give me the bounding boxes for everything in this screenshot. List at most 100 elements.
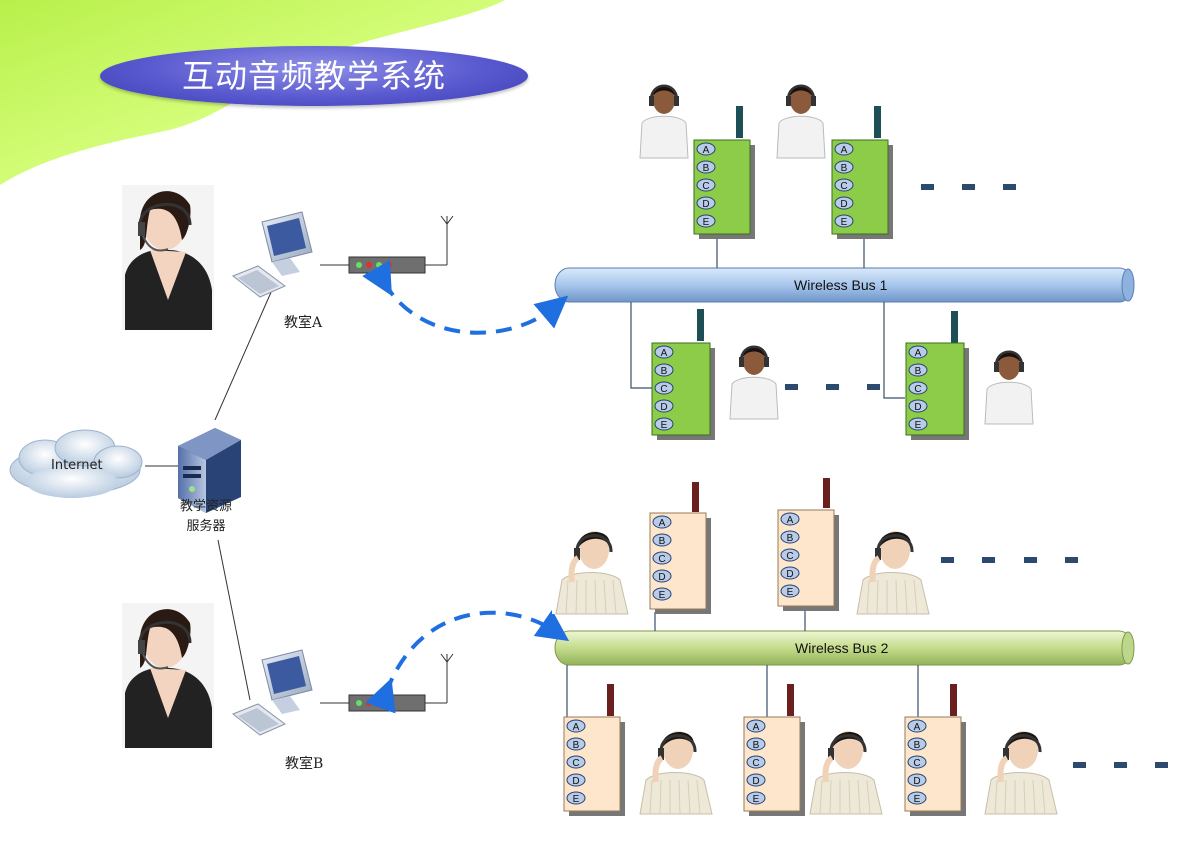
answer-key-label: D — [660, 402, 667, 413]
answer-key-label: A — [787, 515, 794, 526]
antenna-icon — [697, 309, 704, 341]
answer-key-button — [652, 515, 672, 529]
classroom-b-label: 教室B — [285, 756, 324, 772]
answer-key-button — [696, 160, 716, 174]
answer-key-button — [908, 417, 928, 431]
answer-key-label: B — [914, 740, 921, 751]
wireless-link-b — [365, 609, 570, 714]
answer-key-label: B — [787, 533, 794, 544]
internet-cloud — [9, 429, 143, 498]
student-icon — [775, 78, 827, 159]
student-icon — [636, 722, 714, 815]
answer-key-label: D — [840, 199, 847, 210]
answer-key-label: B — [573, 740, 580, 751]
student-icon — [981, 722, 1059, 815]
answer-key-button — [652, 551, 672, 565]
student-icon — [728, 339, 780, 420]
answer-key-label: C — [572, 758, 579, 769]
answer-key-button — [696, 142, 716, 156]
antenna-icon — [692, 482, 699, 512]
answer-key-button — [566, 791, 586, 805]
internet-label: Internet — [51, 458, 103, 473]
antenna-icon — [736, 106, 743, 138]
answer-key-label: A — [661, 348, 668, 359]
student-icon — [552, 522, 630, 615]
answer-key-label: A — [753, 722, 760, 733]
answer-key-label: A — [573, 722, 580, 733]
answer-key-button — [654, 381, 674, 395]
wireless-router-a — [348, 215, 454, 274]
answer-key-label: D — [752, 776, 759, 787]
answer-key-label: E — [915, 420, 922, 431]
answer-key-label: C — [786, 551, 793, 562]
pc-icon-b — [232, 649, 313, 736]
answer-key-label: A — [914, 722, 921, 733]
student-icon — [983, 344, 1035, 425]
answer-key-label: D — [658, 572, 665, 583]
answer-key-button — [654, 345, 674, 359]
answer-key-button — [746, 791, 766, 805]
student-icon — [638, 78, 690, 159]
answer-key-label: D — [702, 199, 709, 210]
answer-key-label: B — [915, 366, 922, 377]
student-icon — [853, 522, 931, 615]
answer-key-button — [907, 737, 927, 751]
answer-key-button — [908, 399, 928, 413]
antenna-icon — [950, 684, 957, 716]
answer-key-label: E — [703, 217, 710, 228]
wireless-link-a — [362, 260, 569, 335]
answer-key-button — [834, 196, 854, 210]
answer-key-label: A — [915, 348, 922, 359]
server-label-line1: 教学资源 — [179, 499, 232, 514]
answer-key-label: C — [702, 181, 709, 192]
title-banner — [100, 46, 528, 106]
more-students-ellipsis — [785, 184, 1168, 768]
answer-key-label: D — [572, 776, 579, 787]
answer-key-label: E — [573, 794, 580, 805]
answer-key-label: B — [659, 536, 666, 547]
page-title: 互动音频教学系统 — [181, 57, 446, 95]
answer-key-button — [654, 399, 674, 413]
server-icon — [178, 428, 241, 513]
answer-key-button — [907, 755, 927, 769]
answer-key-label: C — [840, 181, 847, 192]
answer-key-button — [780, 566, 800, 580]
server-label-line2: 服务器 — [186, 519, 226, 534]
answer-key-button — [780, 584, 800, 598]
answer-key-button — [746, 755, 766, 769]
answer-key-label: E — [841, 217, 848, 228]
answer-key-label: E — [659, 590, 666, 601]
bus-2-label: Wireless Bus 2 — [795, 640, 889, 656]
answer-key-label: A — [703, 145, 710, 156]
answer-key-label: B — [841, 163, 848, 174]
answer-key-button — [834, 178, 854, 192]
answer-key-label: C — [660, 384, 667, 395]
answer-key-button — [654, 363, 674, 377]
answer-key-label: E — [661, 420, 668, 431]
answer-key-button — [566, 719, 586, 733]
teacher-icon-b — [122, 603, 214, 748]
answer-key-button — [652, 533, 672, 547]
answer-key-label: E — [753, 794, 760, 805]
answer-key-label: A — [841, 145, 848, 156]
answer-key-label: C — [913, 758, 920, 769]
answer-key-button — [834, 160, 854, 174]
antenna-icon — [951, 311, 958, 343]
answer-key-button — [908, 381, 928, 395]
bus-1-label: Wireless Bus 1 — [794, 277, 888, 293]
answer-key-label: B — [661, 366, 668, 377]
answer-key-button — [652, 569, 672, 583]
answer-key-button — [780, 548, 800, 562]
answer-key-button — [780, 530, 800, 544]
answer-key-label: C — [752, 758, 759, 769]
